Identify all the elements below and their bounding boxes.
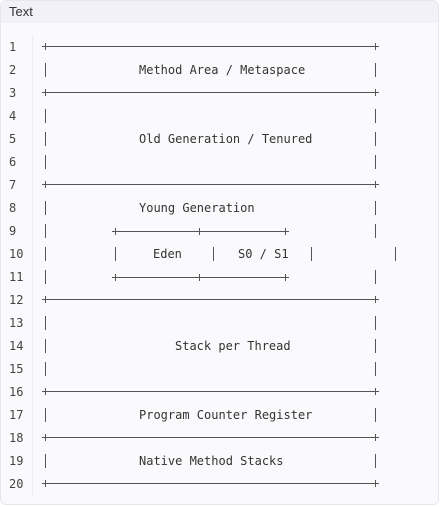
- method-area-label: Method Area / Metaspace: [139, 63, 306, 77]
- diagram-side-bar: [375, 201, 376, 215]
- diagram-border-line: [45, 483, 376, 484]
- line-number: 9: [9, 224, 17, 238]
- diagram-corner: [372, 480, 379, 487]
- native-method-stacks-label: Native Method Stacks: [139, 454, 284, 468]
- young-generation-label: Young Generation: [139, 201, 255, 215]
- line-number: 11: [9, 270, 24, 284]
- young-gen-box-corner: [112, 228, 119, 235]
- diagram-side-bar: [375, 316, 376, 330]
- diagram-corner: [42, 43, 49, 50]
- code-block-language-label: Text: [9, 4, 33, 19]
- young-gen-box-corner: [112, 274, 119, 281]
- line-number: 14: [9, 339, 24, 353]
- diagram-corner: [372, 296, 379, 303]
- diagram-corner: [372, 43, 379, 50]
- young-gen-box-bar: [115, 247, 116, 261]
- diagram-side-bar: [375, 109, 376, 123]
- code-block-header: Text: [1, 1, 438, 23]
- young-gen-box-corner: [282, 228, 289, 235]
- line-number: 6: [9, 155, 17, 169]
- diagram-side-bar: [395, 247, 396, 261]
- line-number: 10: [9, 247, 24, 261]
- line-number: 20: [9, 477, 24, 491]
- diagram-corner: [42, 434, 49, 441]
- diagram-side-bar: [45, 132, 46, 146]
- diagram-side-bar: [45, 270, 46, 284]
- diagram-corner: [42, 89, 49, 96]
- diagram-border-line: [45, 437, 376, 438]
- line-number: 3: [9, 86, 17, 100]
- diagram-corner: [372, 388, 379, 395]
- old-generation-label: Old Generation / Tenured: [139, 132, 313, 146]
- diagram-side-bar: [45, 201, 46, 215]
- young-gen-box-corner: [196, 274, 203, 281]
- diagram-side-bar: [375, 270, 376, 284]
- diagram-side-bar: [375, 362, 376, 376]
- line-number: 13: [9, 316, 24, 330]
- young-gen-box-bar: [213, 247, 214, 261]
- diagram-side-bar: [45, 362, 46, 376]
- line-number: 4: [9, 109, 17, 123]
- diagram-border-line: [45, 46, 376, 47]
- line-number: 15: [9, 362, 24, 376]
- diagram-side-bar: [45, 408, 46, 422]
- diagram-side-bar: [375, 408, 376, 422]
- eden-label: Eden: [153, 247, 182, 261]
- line-number: 1: [9, 40, 17, 54]
- diagram-side-bar: [375, 155, 376, 169]
- young-gen-box-corner: [282, 274, 289, 281]
- line-number: 8: [9, 201, 17, 215]
- young-gen-box-corner: [196, 228, 203, 235]
- diagram-side-bar: [45, 155, 46, 169]
- diagram-border-line: [45, 299, 376, 300]
- line-number: 16: [9, 385, 24, 399]
- diagram-corner: [372, 181, 379, 188]
- line-number: 2: [9, 63, 17, 77]
- diagram-corner: [42, 388, 49, 395]
- diagram-corner: [42, 296, 49, 303]
- diagram-border-line: [45, 184, 376, 185]
- diagram-side-bar: [45, 109, 46, 123]
- line-number: 19: [9, 454, 24, 468]
- diagram-side-bar: [45, 247, 46, 261]
- line-number: 5: [9, 132, 17, 146]
- line-number: 7: [9, 178, 17, 192]
- gutter-divider: [32, 35, 33, 497]
- diagram-border-line: [45, 92, 376, 93]
- young-gen-box-bar: [311, 247, 312, 261]
- diagram-side-bar: [45, 316, 46, 330]
- diagram-side-bar: [375, 224, 376, 238]
- diagram-side-bar: [375, 132, 376, 146]
- diagram-corner: [372, 89, 379, 96]
- diagram-corner: [42, 480, 49, 487]
- diagram-side-bar: [375, 63, 376, 77]
- diagram-side-bar: [375, 339, 376, 353]
- diagram-border-line: [45, 391, 376, 392]
- line-number: 17: [9, 408, 24, 422]
- diagram-side-bar: [45, 63, 46, 77]
- diagram-side-bar: [45, 454, 46, 468]
- diagram-side-bar: [375, 454, 376, 468]
- survivor-label: S0 / S1: [238, 247, 289, 261]
- diagram-side-bar: [45, 224, 46, 238]
- diagram-corner: [372, 434, 379, 441]
- line-number: 12: [9, 293, 24, 307]
- line-number: 18: [9, 431, 24, 445]
- program-counter-label: Program Counter Register: [139, 408, 313, 422]
- diagram-corner: [42, 181, 49, 188]
- stack-per-thread-label: Stack per Thread: [175, 339, 291, 353]
- diagram-side-bar: [45, 339, 46, 353]
